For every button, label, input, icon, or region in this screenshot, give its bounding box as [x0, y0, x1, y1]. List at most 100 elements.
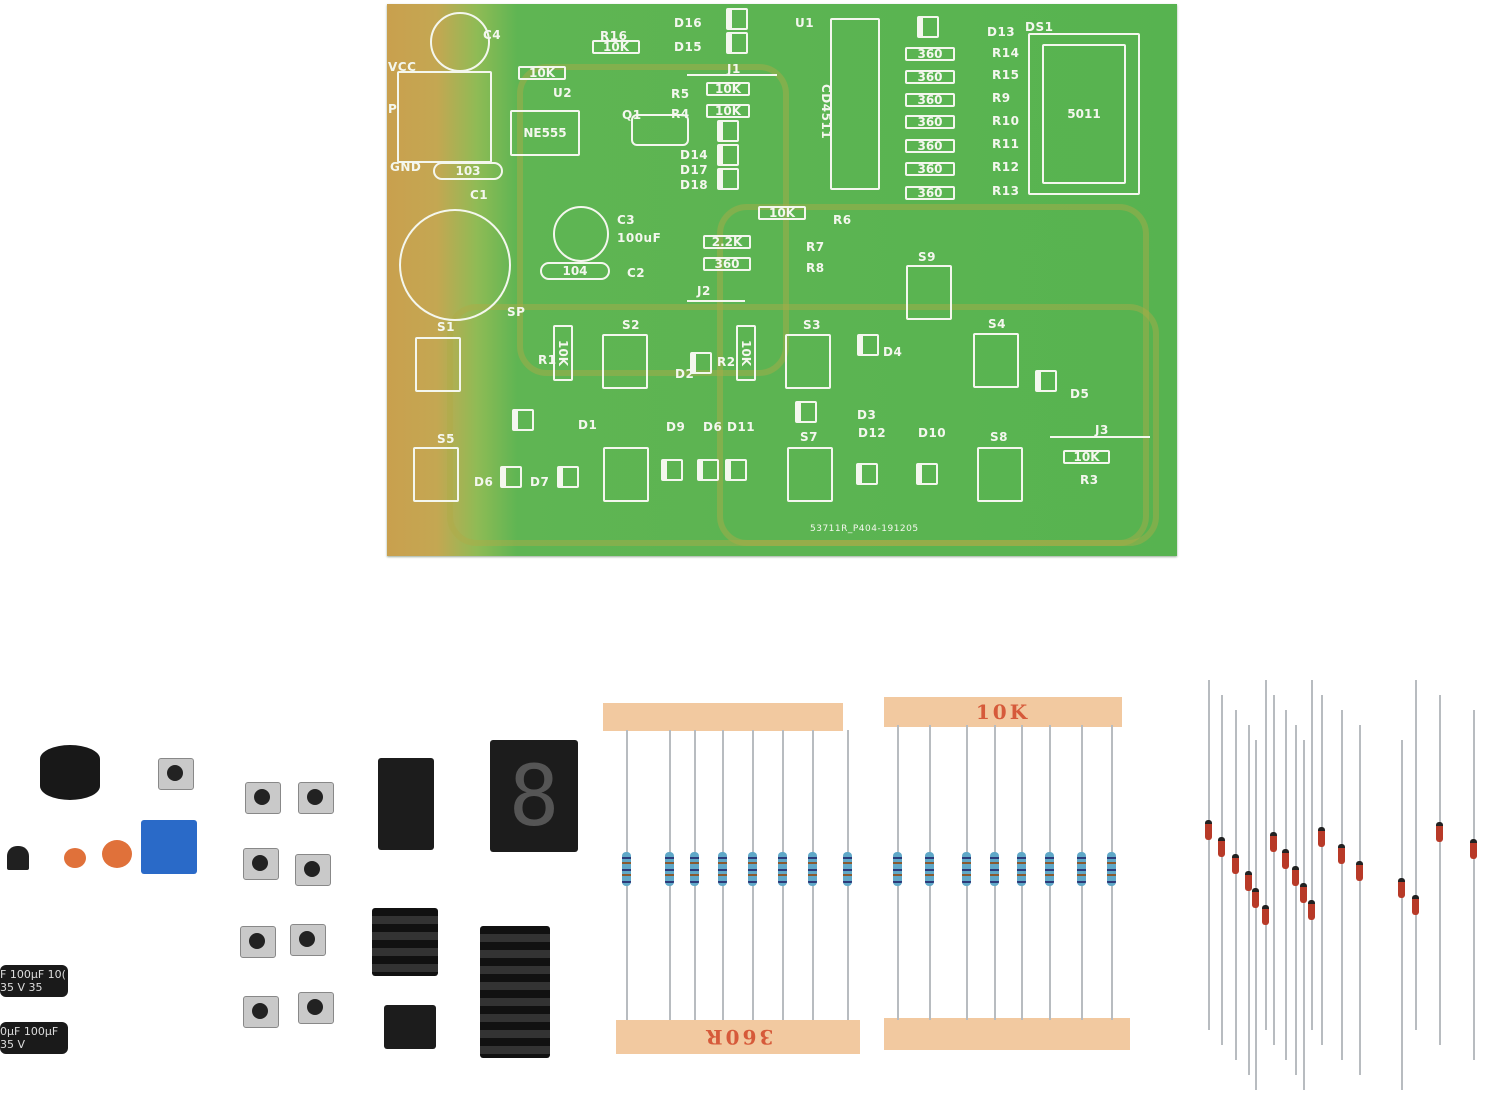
silkscreen-label: R15 [992, 68, 1020, 82]
silkscreen-label: D4 [883, 345, 903, 359]
diode-footprint [661, 459, 683, 481]
resistor [1107, 852, 1116, 886]
diode [1232, 854, 1239, 874]
silkscreen-label: R2 [717, 355, 736, 369]
switch-footprint [906, 265, 952, 320]
tactile-button [243, 996, 279, 1028]
diode-footprint [717, 168, 739, 190]
resistor [748, 852, 757, 886]
diode [1300, 883, 1307, 903]
silkscreen-label: D13 [987, 25, 1016, 39]
silkscreen-label: R5 [671, 87, 690, 101]
silkscreen-label: U1 [795, 16, 815, 30]
silkscreen-label: D9 [666, 420, 686, 434]
silkscreen-label: D12 [858, 426, 887, 440]
resistor [808, 852, 817, 886]
component-footprint: 10K [736, 325, 756, 381]
switch-footprint [602, 334, 648, 389]
diode [1318, 827, 1325, 847]
diode-lead [1359, 725, 1361, 1075]
component-footprint: 10K [518, 66, 566, 80]
switch-footprint [977, 447, 1023, 502]
diode-footprint [795, 401, 817, 423]
component-footprint: 10K [758, 206, 806, 220]
silkscreen-label: C3 [617, 213, 636, 227]
resistor [1077, 852, 1086, 886]
diode [1282, 849, 1289, 869]
diode-lead [1439, 695, 1441, 1045]
resistor-tape [884, 1018, 1130, 1050]
silkscreen-label: C2 [627, 266, 646, 280]
silkscreen-label: C4 [483, 28, 502, 42]
diode-footprint [717, 120, 739, 142]
diode-footprint [697, 459, 719, 481]
switch-footprint [973, 333, 1019, 388]
silkscreen-label: D15 [674, 40, 703, 54]
ceramic-capacitor [102, 840, 132, 868]
j1-line [687, 74, 777, 76]
diode-lead [1221, 695, 1223, 1045]
diode-footprint [1035, 370, 1057, 392]
silkscreen-label: D6 [474, 475, 494, 489]
resistor [665, 852, 674, 886]
silkscreen-label: D16 [674, 16, 703, 30]
silkscreen-label: D3 [857, 408, 877, 422]
diode [1245, 871, 1252, 891]
component-footprint: 360 [905, 93, 955, 107]
resistor [1017, 852, 1026, 886]
diode-footprint [726, 8, 748, 30]
diode-lead [1321, 695, 1323, 1045]
diode [1412, 895, 1419, 915]
resistor [690, 852, 699, 886]
tactile-button [243, 848, 279, 880]
diode [1470, 839, 1477, 859]
component-footprint: 10K [706, 104, 750, 118]
silkscreen-label: S2 [622, 318, 640, 332]
component-footprint: NE555 [510, 110, 580, 156]
component-footprint: 360 [905, 186, 955, 200]
resistor-tape-10k: 10K [884, 697, 1122, 727]
resistor-tape [603, 703, 843, 731]
c3-outline [553, 206, 609, 262]
diode-lead [1473, 710, 1475, 1060]
switch-footprint [785, 334, 831, 389]
diode-lead [1248, 725, 1250, 1075]
electrolytic-capacitor: 0µF 100µF 35 V [0, 1022, 68, 1054]
silkscreen-label: D1 [578, 418, 598, 432]
component-footprint: 360 [905, 47, 955, 61]
tactile-button [298, 992, 334, 1024]
diode-footprint [856, 463, 878, 485]
diode-lead [1265, 680, 1267, 1030]
silkscreen-label: S1 [437, 320, 455, 334]
switch-footprint [603, 447, 649, 502]
diode-lead [1273, 695, 1275, 1045]
diode [1270, 832, 1277, 852]
diode-lead [1401, 740, 1403, 1090]
component-footprint: 5011 [1042, 44, 1126, 184]
diode-footprint [512, 409, 534, 431]
diode [1436, 822, 1443, 842]
diode [1356, 861, 1363, 881]
diode-lead [1255, 740, 1257, 1090]
silkscreen-label: VCC [388, 60, 417, 74]
diode-footprint [725, 459, 747, 481]
silkscreen-label: D5 [1070, 387, 1090, 401]
silkscreen-label: R12 [992, 160, 1020, 174]
u1-outline [830, 18, 880, 190]
component-footprint: 10K [553, 325, 573, 381]
component-footprint: 360 [905, 115, 955, 129]
diode [1308, 900, 1315, 920]
silkscreen-label: S5 [437, 432, 455, 446]
trace [447, 304, 1159, 546]
tactile-button [290, 924, 326, 956]
silkscreen-label: S4 [988, 317, 1006, 331]
buzzer [40, 745, 100, 800]
silkscreen-label: GND [390, 160, 422, 174]
silkscreen-label: C1 [470, 188, 489, 202]
component-footprint: 360 [905, 70, 955, 84]
diode [1252, 888, 1259, 908]
power-jack-outline [397, 71, 492, 163]
switch-footprint [415, 337, 461, 392]
cd4511-chip [378, 758, 434, 850]
resistor [718, 852, 727, 886]
